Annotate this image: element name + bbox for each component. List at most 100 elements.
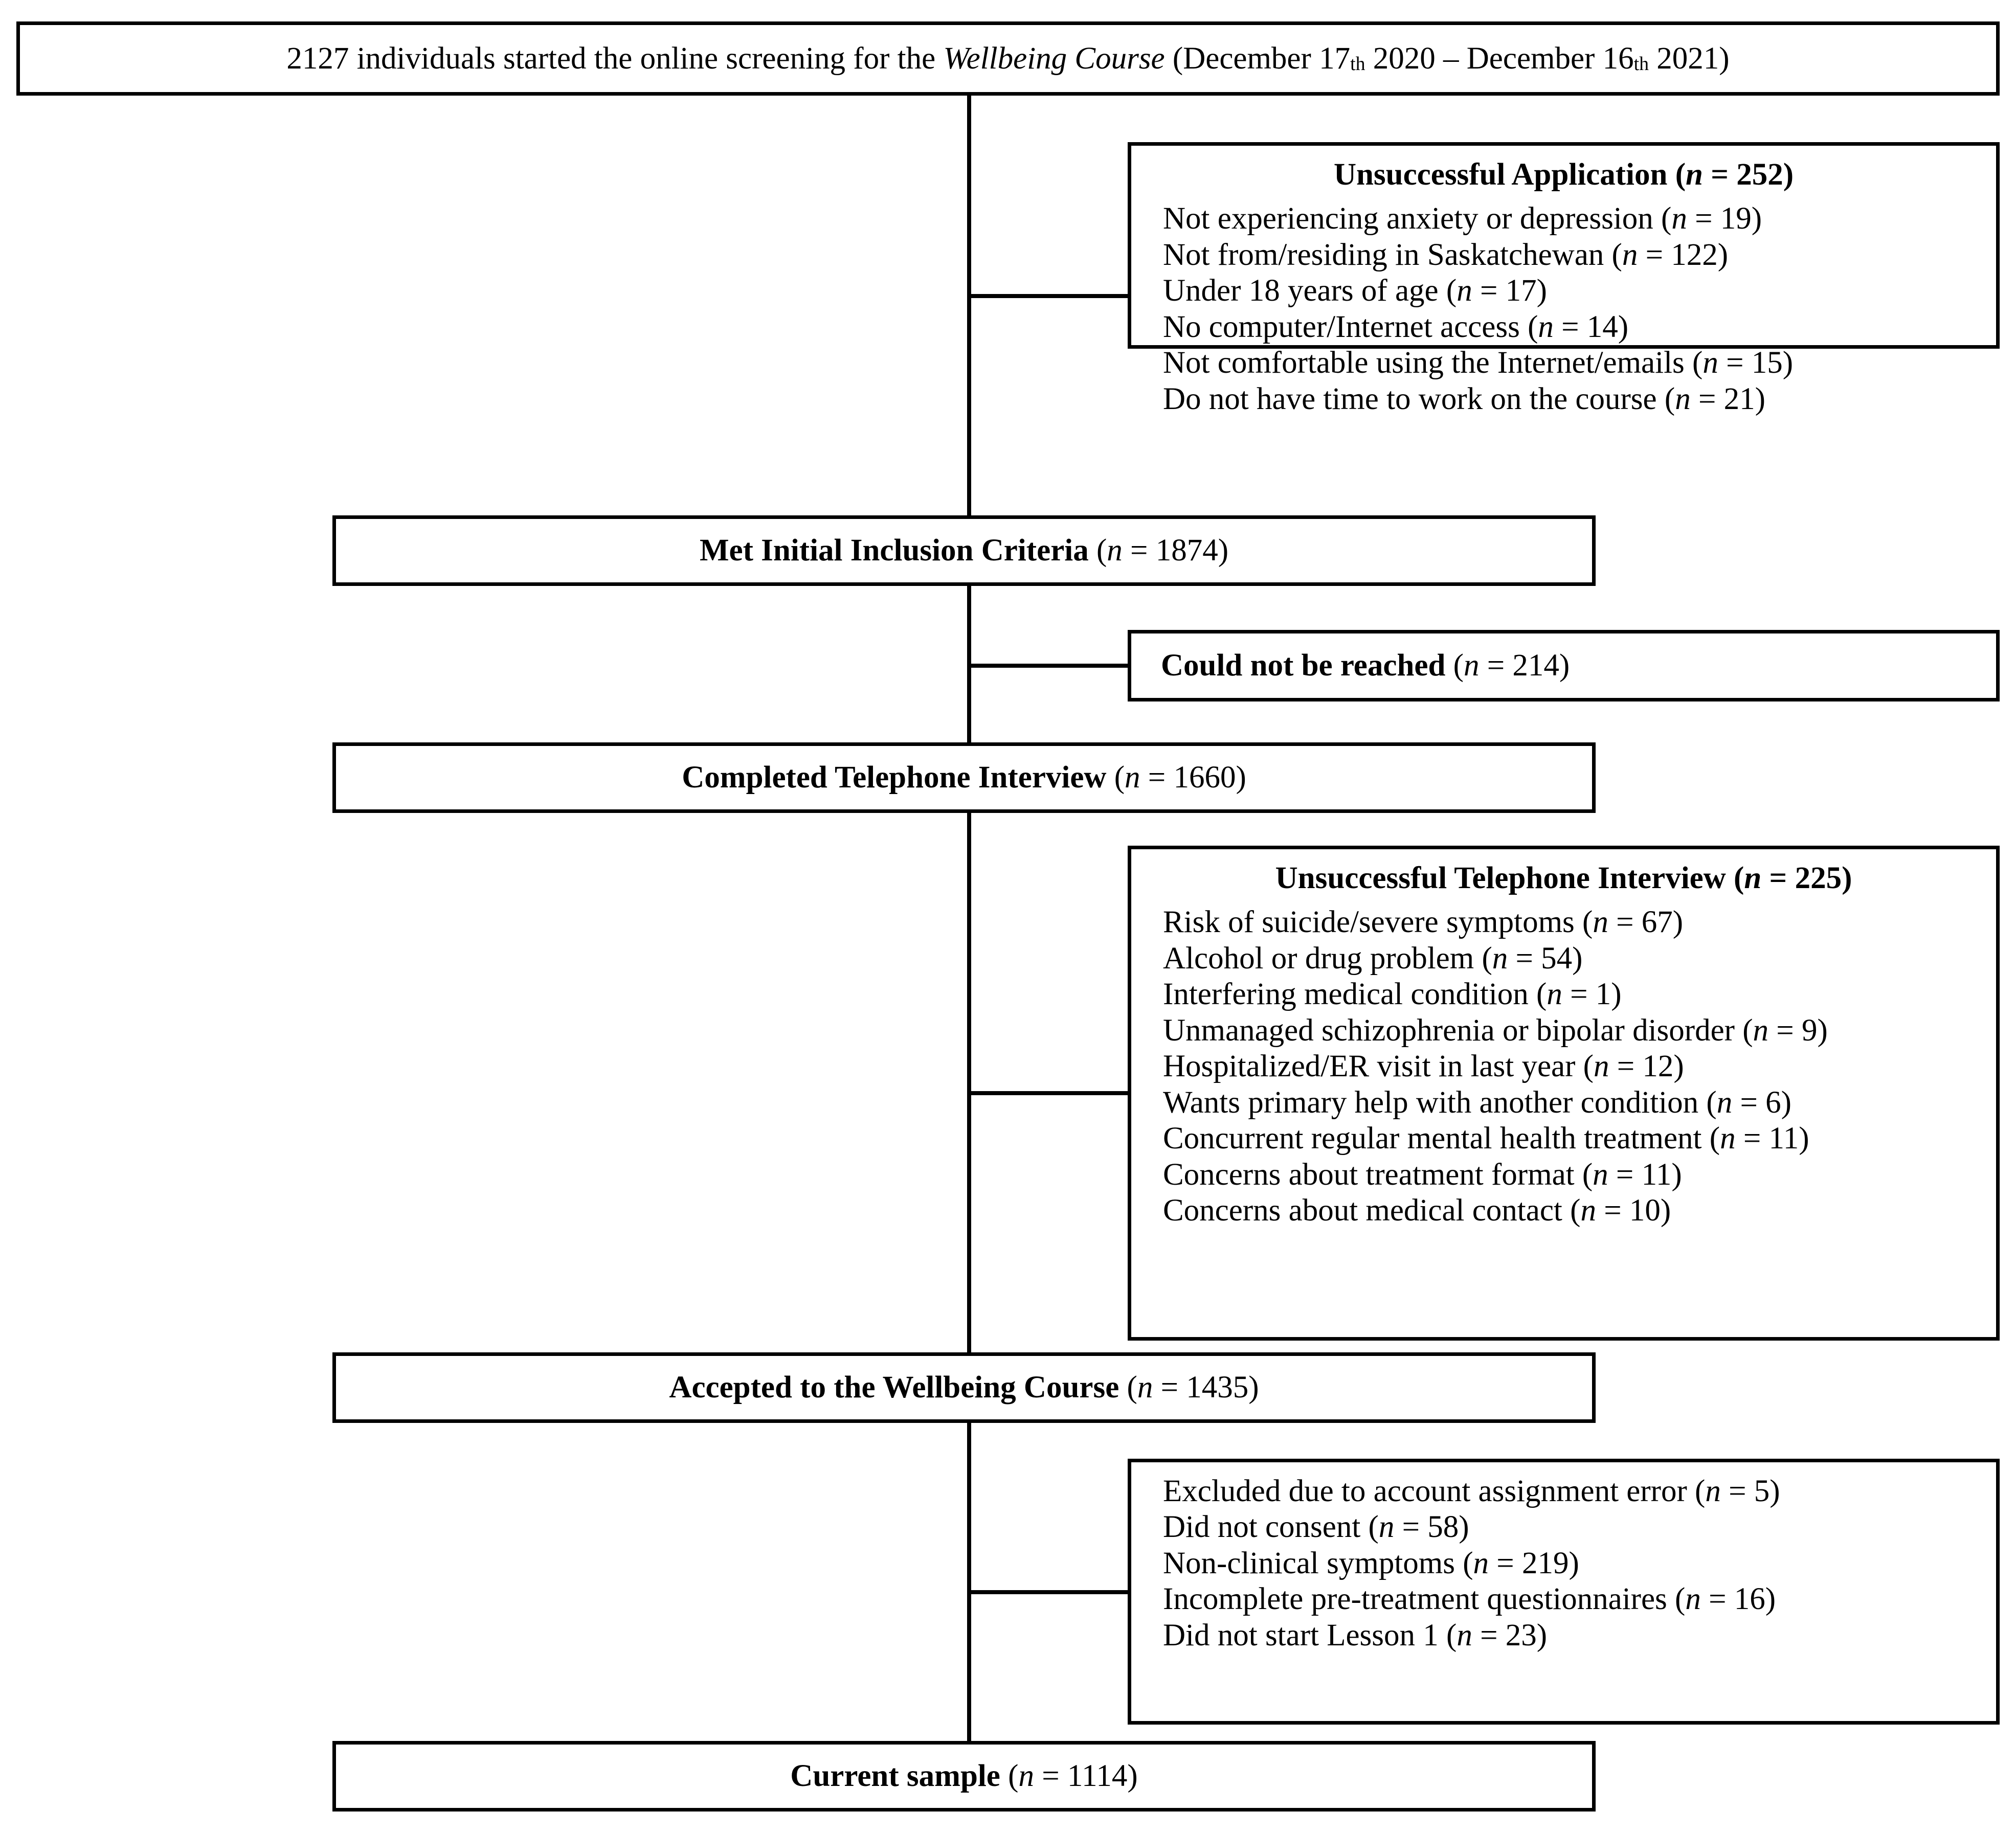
exclusion-item-n: 15 — [1751, 346, 1783, 380]
box-current-sample: Current sample (n = 1114) — [332, 1741, 1596, 1812]
screening-started-text: 2127 individuals started the online scre… — [286, 38, 1729, 80]
unsuccessful-application-header-label: Unsuccessful Application — [1333, 157, 1668, 192]
exclusion-item-n: 58 — [1427, 1510, 1459, 1545]
current-sample-text: Current sample (n = 1114) — [790, 1759, 1138, 1794]
exclusion-item: Do not have time to work on the course (… — [1163, 381, 1765, 416]
exclusion-item-label: Concerns about medical contact — [1163, 1193, 1562, 1228]
completed-telephone-label: Completed Telephone Interview — [682, 760, 1107, 795]
exclusion-item: No computer/Internet access (n = 14) — [1163, 309, 1629, 344]
exclusion-item-n: 219 — [1521, 1546, 1569, 1580]
connector-trunk-3 — [967, 813, 971, 1352]
unsuccessful-application-header-n: 252 — [1736, 157, 1783, 192]
met-initial-inclusion-label: Met Initial Inclusion Criteria — [699, 533, 1089, 568]
box-met-initial-inclusion-criteria: Met Initial Inclusion Criteria (n = 1874… — [332, 515, 1596, 586]
box-could-not-be-reached: Could not be reached (n = 214) — [1128, 630, 2000, 701]
completed-telephone-text: Completed Telephone Interview (n = 1660) — [682, 760, 1246, 795]
exclusion-item: Under 18 years of age (n = 17) — [1163, 274, 1547, 308]
exclusion-item: Non-clinical symptoms (n = 219) — [1163, 1546, 1579, 1580]
exclusion-item-label: Not comfortable using the Internet/email… — [1163, 346, 1685, 380]
exclusion-item-n: 17 — [1505, 274, 1537, 308]
connector-branch-could-not-be-reached — [967, 664, 1130, 668]
screening-started-ordinal-a: th — [1350, 53, 1365, 75]
connector-trunk-4 — [967, 1423, 971, 1741]
accepted-wellbeing-text: Accepted to the Wellbeing Course (n = 14… — [669, 1370, 1259, 1405]
screening-started-course-name: Wellbeing Course — [943, 41, 1165, 76]
exclusion-item-n: 23 — [1505, 1618, 1537, 1652]
exclusion-item: Not from/residing in Saskatchewan (n = 1… — [1163, 237, 1729, 272]
exclusion-item-label: Wants primary help with another conditio… — [1163, 1085, 1699, 1120]
screening-started-mid: 2020 – December 16 — [1365, 41, 1634, 76]
exclusion-item-label: Alcohol or drug problem — [1163, 941, 1474, 976]
connector-branch-unsuccessful-telephone — [967, 1091, 1130, 1095]
exclusion-item: Excluded due to account assignment error… — [1163, 1474, 1780, 1508]
exclusion-item-n: 67 — [1641, 905, 1673, 940]
unsuccessful-application-header: Unsuccessful Application (n = 252) — [1333, 157, 1794, 192]
exclusion-item: Concerns about treatment format (n = 11) — [1163, 1157, 1682, 1192]
connector-trunk-1 — [967, 96, 971, 515]
exclusion-item-label: Hospitalized/ER visit in last year — [1163, 1049, 1576, 1084]
box-excluded-post-acceptance: Excluded due to account assignment error… — [1128, 1459, 2000, 1725]
exclusion-item-label: Interfering medical condition — [1163, 977, 1529, 1012]
exclusion-item-label: Risk of suicide/severe symptoms — [1163, 905, 1575, 940]
current-sample-label: Current sample — [790, 1759, 1000, 1794]
met-initial-inclusion-text: Met Initial Inclusion Criteria (n = 1874… — [699, 533, 1229, 568]
accepted-wellbeing-n: 1435 — [1186, 1370, 1249, 1405]
exclusion-item-n: 14 — [1586, 309, 1618, 344]
box-screening-started: 2127 individuals started the online scre… — [16, 21, 2000, 96]
exclusion-item-label: Excluded due to account assignment error — [1163, 1474, 1687, 1508]
exclusion-item-n: 6 — [1765, 1085, 1781, 1120]
screening-started-suffix-a: (December 17 — [1164, 41, 1351, 76]
exclusion-item: Risk of suicide/severe symptoms (n = 67) — [1163, 905, 1684, 940]
exclusion-item-n: 122 — [1671, 237, 1718, 272]
exclusion-item: Wants primary help with another conditio… — [1163, 1085, 1791, 1120]
unsuccessful-telephone-header: Unsuccessful Telephone Interview (n = 22… — [1275, 861, 1852, 895]
exclusion-item: Did not start Lesson 1 (n = 23) — [1163, 1618, 1548, 1652]
exclusion-item-n: 21 — [1723, 381, 1755, 416]
exclusion-item-n: 11 — [1768, 1121, 1799, 1156]
exclusion-item-n: 54 — [1541, 941, 1573, 976]
exclusion-item-n: 12 — [1642, 1049, 1674, 1084]
exclusion-item-label: Did not start Lesson 1 — [1163, 1618, 1439, 1652]
could-not-be-reached-label: Could not be reached — [1161, 648, 1446, 683]
exclusion-item: Not comfortable using the Internet/email… — [1163, 346, 1794, 380]
screening-started-suffix-b: 2021) — [1649, 41, 1730, 76]
exclusion-item: Interfering medical condition (n = 1) — [1163, 977, 1622, 1012]
exclusion-item-n: 1 — [1595, 977, 1611, 1012]
unsuccessful-telephone-header-label: Unsuccessful Telephone Interview — [1275, 861, 1726, 895]
exclusion-item: Hospitalized/ER visit in last year (n = … — [1163, 1049, 1684, 1084]
exclusion-item-label: Not experiencing anxiety or depression — [1163, 201, 1653, 236]
exclusion-item-n: 16 — [1734, 1582, 1765, 1617]
screening-started-ordinal-b: th — [1633, 53, 1649, 75]
exclusion-item-label: Do not have time to work on the course — [1163, 381, 1657, 416]
exclusion-item-label: Incomplete pre-treatment questionnaires — [1163, 1582, 1667, 1617]
box-unsuccessful-telephone-interview: Unsuccessful Telephone Interview (n = 22… — [1128, 846, 2000, 1341]
connector-branch-excluded — [967, 1590, 1130, 1594]
completed-telephone-n: 1660 — [1173, 760, 1236, 795]
exclusion-item-label: Concurrent regular mental health treatme… — [1163, 1121, 1702, 1156]
current-sample-n: 1114 — [1067, 1759, 1128, 1794]
exclusion-item-label: Non-clinical symptoms — [1163, 1546, 1455, 1580]
exclusion-item-n: 9 — [1801, 1013, 1818, 1048]
exclusion-item-label: Unmanaged schizophrenia or bipolar disor… — [1163, 1013, 1735, 1048]
box-unsuccessful-application: Unsuccessful Application (n = 252) Not e… — [1128, 142, 2000, 416]
connector-branch-unsuccessful-application — [967, 294, 1130, 298]
exclusion-item-n: 19 — [1720, 201, 1752, 236]
exclusion-item-n: 10 — [1629, 1193, 1661, 1228]
exclusion-item: Could not be reached (n = 214) — [1161, 648, 1570, 683]
exclusion-item: Did not consent (n = 58) — [1163, 1510, 1469, 1545]
exclusion-item-label: Under 18 years of age — [1163, 274, 1439, 308]
exclusion-item-label: Did not consent — [1163, 1510, 1361, 1545]
exclusion-item: Concurrent regular mental health treatme… — [1163, 1121, 1809, 1156]
box-completed-telephone-interview: Completed Telephone Interview (n = 1660) — [332, 742, 1596, 813]
exclusion-item: Unmanaged schizophrenia or bipolar disor… — [1163, 1013, 1828, 1048]
exclusion-item-label: Concerns about treatment format — [1163, 1157, 1575, 1192]
exclusion-item-label: Not from/residing in Saskatchewan — [1163, 237, 1604, 272]
exclusion-item: Incomplete pre-treatment questionnaires … — [1163, 1582, 1776, 1617]
unsuccessful-telephone-header-n: 225 — [1795, 861, 1842, 895]
exclusion-item-label: No computer/Internet access — [1163, 309, 1520, 344]
exclusion-item-n: 11 — [1641, 1157, 1672, 1192]
met-initial-inclusion-n: 1874 — [1155, 533, 1218, 568]
exclusion-item: Alcohol or drug problem (n = 54) — [1163, 941, 1583, 976]
exclusion-item: Not experiencing anxiety or depression (… — [1163, 201, 1762, 236]
